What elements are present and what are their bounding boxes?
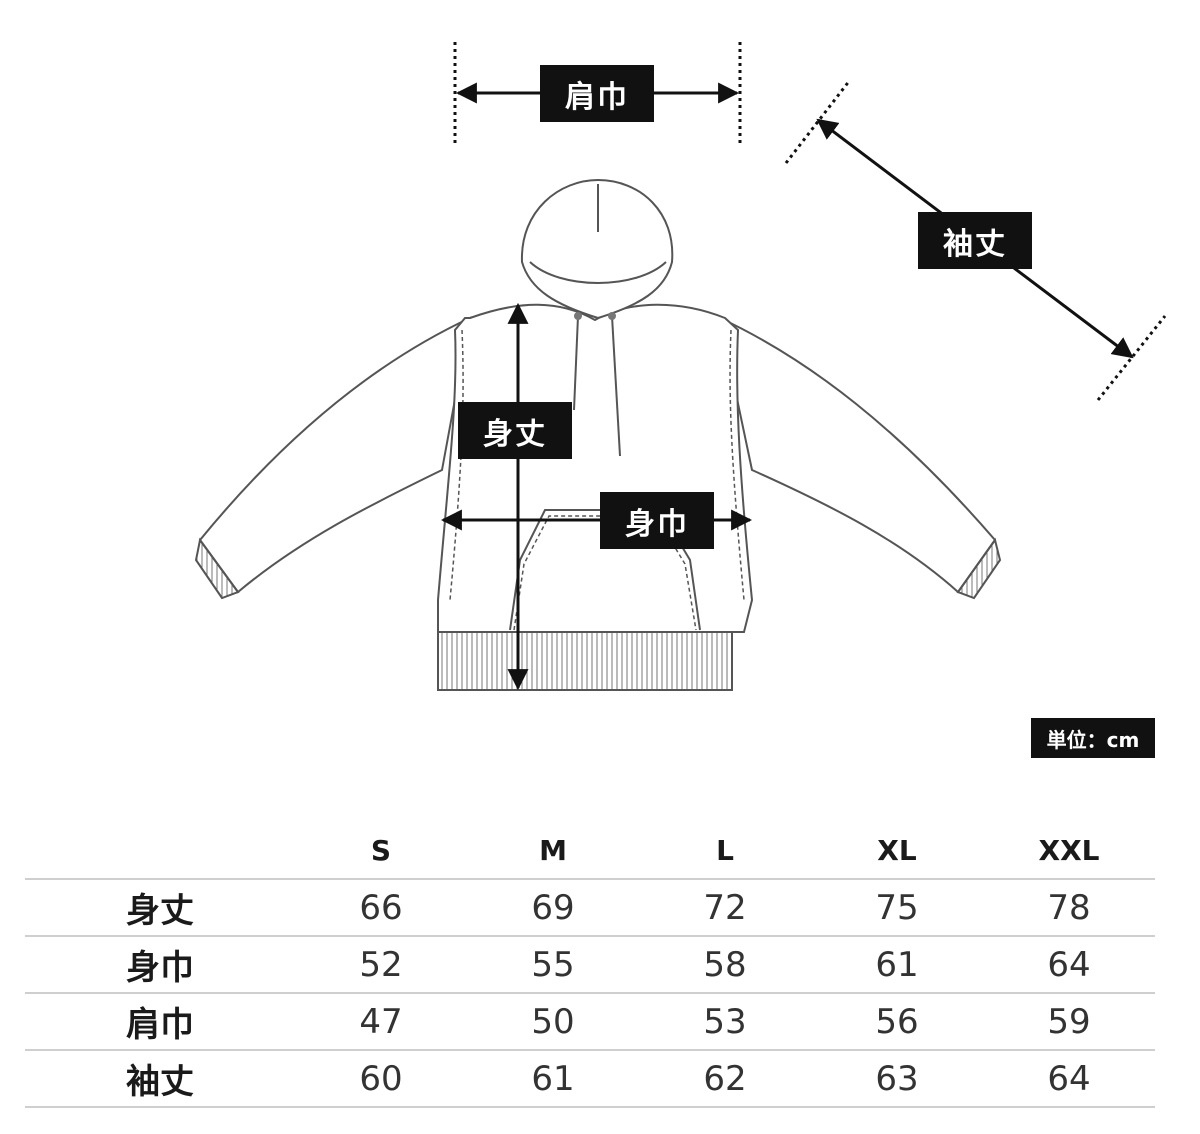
right-cuff: [956, 537, 1002, 600]
table-cell: 61: [467, 1050, 639, 1108]
hood: [520, 178, 674, 320]
table-cell: 66: [295, 879, 467, 937]
hood-opening: [529, 261, 667, 284]
table-cell: 55: [467, 936, 639, 994]
size-table: S M L XL XXL 身丈 66 69 72 75 78 身巾 52 55 …: [25, 822, 1155, 1108]
row-label: 身丈: [25, 879, 295, 937]
table-row: 肩巾 47 50 53 56 59: [25, 993, 1155, 1051]
table-row: 身巾 52 55 58 61 64: [25, 936, 1155, 994]
table-cell: 63: [811, 1050, 983, 1108]
table-cell: 58: [639, 936, 811, 994]
size-column-header: S: [295, 822, 467, 880]
waistband: [437, 631, 733, 691]
body-length-label: 身丈: [458, 402, 572, 459]
size-column-header: XL: [811, 822, 983, 880]
right-sleeve: [718, 316, 997, 594]
left-cuff: [194, 537, 240, 600]
body: [437, 303, 754, 633]
table-cell: 75: [811, 879, 983, 937]
table-cell: 59: [983, 993, 1155, 1051]
row-label: 身巾: [25, 936, 295, 994]
left-sleeve: [198, 316, 472, 594]
table-row: 身丈 66 69 72 75 78: [25, 879, 1155, 937]
size-column-header: L: [639, 822, 811, 880]
sleeve-length-label: 袖丈: [918, 212, 1032, 269]
corner-cell: [25, 822, 295, 880]
row-label: 肩巾: [25, 993, 295, 1051]
body-width-label: 身巾: [600, 492, 714, 549]
table-cell: 62: [639, 1050, 811, 1108]
hoodie-outline: [194, 178, 1002, 691]
table-cell: 64: [983, 936, 1155, 994]
table-cell: 64: [983, 1050, 1155, 1108]
row-label: 袖丈: [25, 1050, 295, 1108]
unit-label: 単位：cm: [1031, 718, 1155, 758]
size-column-header: XXL: [983, 822, 1155, 880]
table-cell: 60: [295, 1050, 467, 1108]
drawstring-left: [573, 315, 579, 411]
table-cell: 61: [811, 936, 983, 994]
table-cell: 56: [811, 993, 983, 1051]
size-header-row: S M L XL XXL: [25, 822, 1155, 880]
shoulder-width-label: 肩巾: [540, 65, 654, 122]
hoodie-diagram: [194, 42, 1167, 691]
table-cell: 47: [295, 993, 467, 1051]
drawstring-right: [611, 315, 621, 457]
table-row: 袖丈 60 61 62 63 64: [25, 1050, 1155, 1108]
table-cell: 78: [983, 879, 1155, 937]
table-cell: 53: [639, 993, 811, 1051]
table-cell: 52: [295, 936, 467, 994]
size-column-header: M: [467, 822, 639, 880]
table-cell: 69: [467, 879, 639, 937]
table-cell: 50: [467, 993, 639, 1051]
table-cell: 72: [639, 879, 811, 937]
